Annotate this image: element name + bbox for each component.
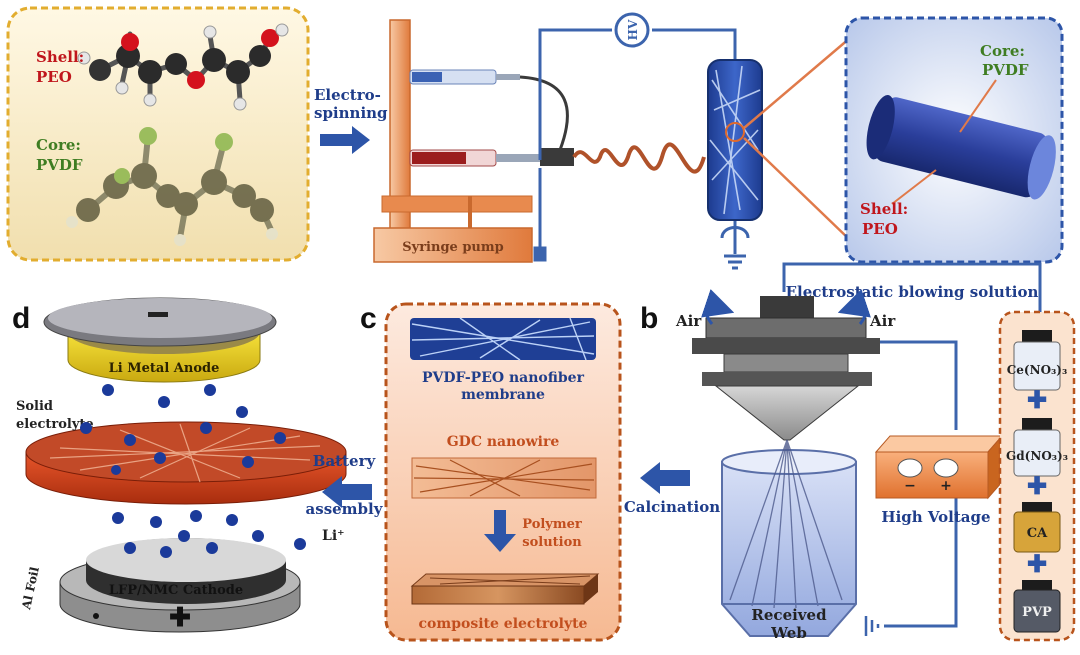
composite-electrolyte-slab xyxy=(410,573,600,605)
calcination-label: Calcination xyxy=(624,498,720,516)
electrospinning-label-2: spinning xyxy=(314,104,388,122)
zoom-line-bottom xyxy=(743,137,851,241)
high-voltage-label: High Voltage xyxy=(881,508,990,526)
hv-circuit xyxy=(533,28,737,262)
plus-icon-3: ✚ xyxy=(1027,549,1047,578)
fiber-detail-box: Core: PVDF Shell: PEO xyxy=(844,16,1064,264)
zoom-line-top xyxy=(743,37,851,129)
nanowire-label: GDC nanowire xyxy=(447,434,560,450)
battery-label-2: assembly xyxy=(306,500,384,518)
panel-b: b Electrostatic blowing solution Air Air xyxy=(640,262,1076,642)
nanofiber-membrane xyxy=(410,317,596,361)
li-metal-anode xyxy=(43,297,277,383)
plus-icon: + xyxy=(940,478,952,494)
core-label-1: Core: xyxy=(36,136,81,154)
syringe-pump-label: Syringe pump xyxy=(402,240,503,255)
polymer-label-2: solution xyxy=(522,535,582,550)
blowing-solution-label: Electrostatic blowing solution xyxy=(786,283,1039,301)
air-right-label: Air xyxy=(869,312,896,330)
receiver-cup: Received Web xyxy=(721,439,857,642)
bottle-label-3: CA xyxy=(1027,526,1048,541)
panel-c-letter: c xyxy=(360,302,377,335)
received-web-label-1: Received xyxy=(751,606,827,624)
bottle-label-1: Ce(NO₃)₃ xyxy=(1007,363,1067,377)
ground-icon xyxy=(720,226,750,270)
plus-icon-2: ✚ xyxy=(1027,471,1047,500)
cathode-disc: ✚ xyxy=(59,538,301,633)
bottle-gd xyxy=(1013,418,1061,477)
bottle-label-2: Gd(NO₃)₃ xyxy=(1006,449,1068,463)
solid-electrolyte-label-2: electrolyte xyxy=(16,417,94,432)
shell-label-1: Shell: xyxy=(36,48,84,66)
electrospinning-label-1: Electro- xyxy=(314,86,381,104)
pvdf-molecule xyxy=(66,127,278,246)
fiber-core-label-2: PVDF xyxy=(982,61,1029,79)
air-right-arrow-icon xyxy=(837,289,871,325)
anode-minus-icon xyxy=(148,312,168,317)
cathode-label: LFP/NMC Cathode xyxy=(109,583,243,598)
battery-assembly-arrow-icon xyxy=(322,476,372,508)
battery-label-1: Battery xyxy=(313,452,377,470)
solid-electrolyte-disc xyxy=(25,421,347,505)
gdc-nanowire-layer xyxy=(411,457,597,499)
bottle-ca xyxy=(1013,502,1061,553)
panel-b-letter: b xyxy=(640,302,658,335)
core-label-2: PVDF xyxy=(36,156,83,174)
composite-label: composite electrolyte xyxy=(419,616,588,632)
cathode-plus-icon: ✚ xyxy=(169,603,191,633)
fiber-shell-label-2: PEO xyxy=(862,220,898,238)
high-voltage-box: − + xyxy=(874,434,1004,500)
collector-drum xyxy=(707,59,763,221)
minus-icon: − xyxy=(904,478,916,494)
fiber-shell-label-1: Shell: xyxy=(860,200,908,218)
anode-label: Li Metal Anode xyxy=(109,361,220,376)
cathode-dot-icon xyxy=(93,613,99,619)
jet-spiral xyxy=(572,142,706,174)
panel-c: c PVDF-PEO nanofiber membrane GDC nanowi… xyxy=(360,302,720,642)
bottle-ce xyxy=(1013,330,1061,391)
polymer-label-1: Polymer xyxy=(522,517,582,532)
fiber-core-label-1: Core: xyxy=(980,42,1025,60)
al-foil-label: Al Foil xyxy=(19,565,42,611)
membrane-label-2: membrane xyxy=(461,387,545,403)
electrospinning-arrow-icon xyxy=(320,126,370,154)
air-left-arrow-icon xyxy=(701,289,735,325)
bottle-pvp xyxy=(1013,580,1061,633)
syringe-pump: Syringe pump xyxy=(373,19,574,263)
peo-molecule xyxy=(77,23,289,111)
ground-b-icon xyxy=(864,616,880,636)
calcination-arrow-icon xyxy=(640,462,690,494)
air-left-label: Air xyxy=(675,312,702,330)
membrane-label-1: PVDF-PEO nanofiber xyxy=(422,370,585,386)
received-web-label-2: Web xyxy=(770,624,807,642)
li-ion-label: Li⁺ xyxy=(322,528,345,544)
shell-label-2: PEO xyxy=(36,68,72,86)
panel-a: a xyxy=(6,0,1064,270)
hv-source-icon xyxy=(614,12,650,48)
plus-icon-1: ✚ xyxy=(1027,385,1047,414)
solid-electrolyte-label-1: Solid xyxy=(16,399,53,414)
hv-label: HV xyxy=(626,19,640,40)
panel-d: d Li Metal Anode Solid electrolyte xyxy=(12,297,384,633)
spinneret-head xyxy=(692,296,880,441)
down-arrow-icon xyxy=(484,510,516,552)
bottle-label-4: PVP xyxy=(1022,605,1052,620)
li-ions xyxy=(80,384,306,558)
panel-d-letter: d xyxy=(12,302,30,335)
